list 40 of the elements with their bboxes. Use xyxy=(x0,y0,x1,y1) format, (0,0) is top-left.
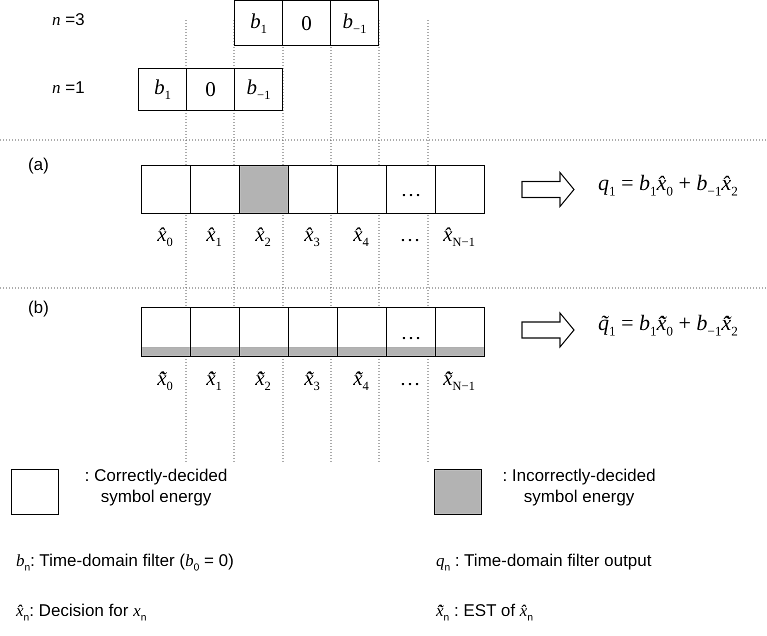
filter-coefficient-row xyxy=(234,0,379,46)
energy-cell xyxy=(191,308,240,356)
symbol-label: x̂̃$_{N−1}$ xyxy=(443,366,475,394)
energy-cell xyxy=(240,308,289,356)
panel-label: (a) xyxy=(28,155,49,174)
symbol-label: x̂$_{1}$ xyxy=(206,222,222,250)
equation: q$_{1}$ = b$_{1}$x̂$_{0}$ + b$_{−1}$x̂$_{2}$ xyxy=(598,170,767,210)
symbol-label: x̂$_{4}$ xyxy=(353,222,369,250)
symbol-label: … xyxy=(400,366,420,391)
energy-cell xyxy=(142,308,191,356)
symbol-label: x̂̃$_{4}$ xyxy=(353,366,369,394)
symbol-label: … xyxy=(400,222,420,247)
definition-text: x̂̃$_{n}$ : EST of x̂$_{n}$ xyxy=(436,601,533,620)
legend-text: : Incorrectly-decided symbol energy xyxy=(501,465,657,507)
symbol-energy-row xyxy=(141,165,485,214)
energy-cell xyxy=(436,308,485,356)
row-label: n =3 xyxy=(52,10,85,29)
shaded-energy-cell xyxy=(240,166,289,213)
symbol-label: x̂$_{N−1}$ xyxy=(443,222,475,250)
equation: q̃$_{1}$ = b$_{1}$x̂̃$_{0}$ + b$_{−1}$x̂̃$_{2}$ xyxy=(598,310,767,354)
definition-text: b$_{n}$: Time-domain filter (b$_{0}$ = 0) xyxy=(16,551,234,570)
filter-coefficient-row xyxy=(138,68,283,111)
symbol-label: x̂̃$_{0}$ xyxy=(157,366,173,394)
energy-cell xyxy=(289,308,338,356)
energy-cell xyxy=(338,308,387,356)
symbol-label: x̂̃$_{3}$ xyxy=(304,366,320,394)
symbol-label: x̂$_{3}$ xyxy=(304,222,320,250)
symbol-label: x̂̃$_{2}$ xyxy=(255,366,271,394)
symbol-label: x̂̃$_{1}$ xyxy=(206,366,222,394)
symbol-label: x̂$_{0}$ xyxy=(157,222,173,250)
energy-cell: … xyxy=(387,308,436,356)
symbol-energy-row xyxy=(141,307,485,357)
definition-text: x̂$_{n}$: Decision for x$_{n}$ xyxy=(16,601,146,620)
legend-text: : Correctly-decided symbol energy xyxy=(84,465,228,507)
block-arrow xyxy=(521,170,575,208)
block-arrow xyxy=(521,311,575,349)
definition-text: q$_{n}$ : Time-domain filter output xyxy=(436,551,652,570)
symbol-label: x̂$_{2}$ xyxy=(255,222,271,250)
row-label: n =1 xyxy=(52,78,85,97)
panel-label: (b) xyxy=(28,298,49,317)
